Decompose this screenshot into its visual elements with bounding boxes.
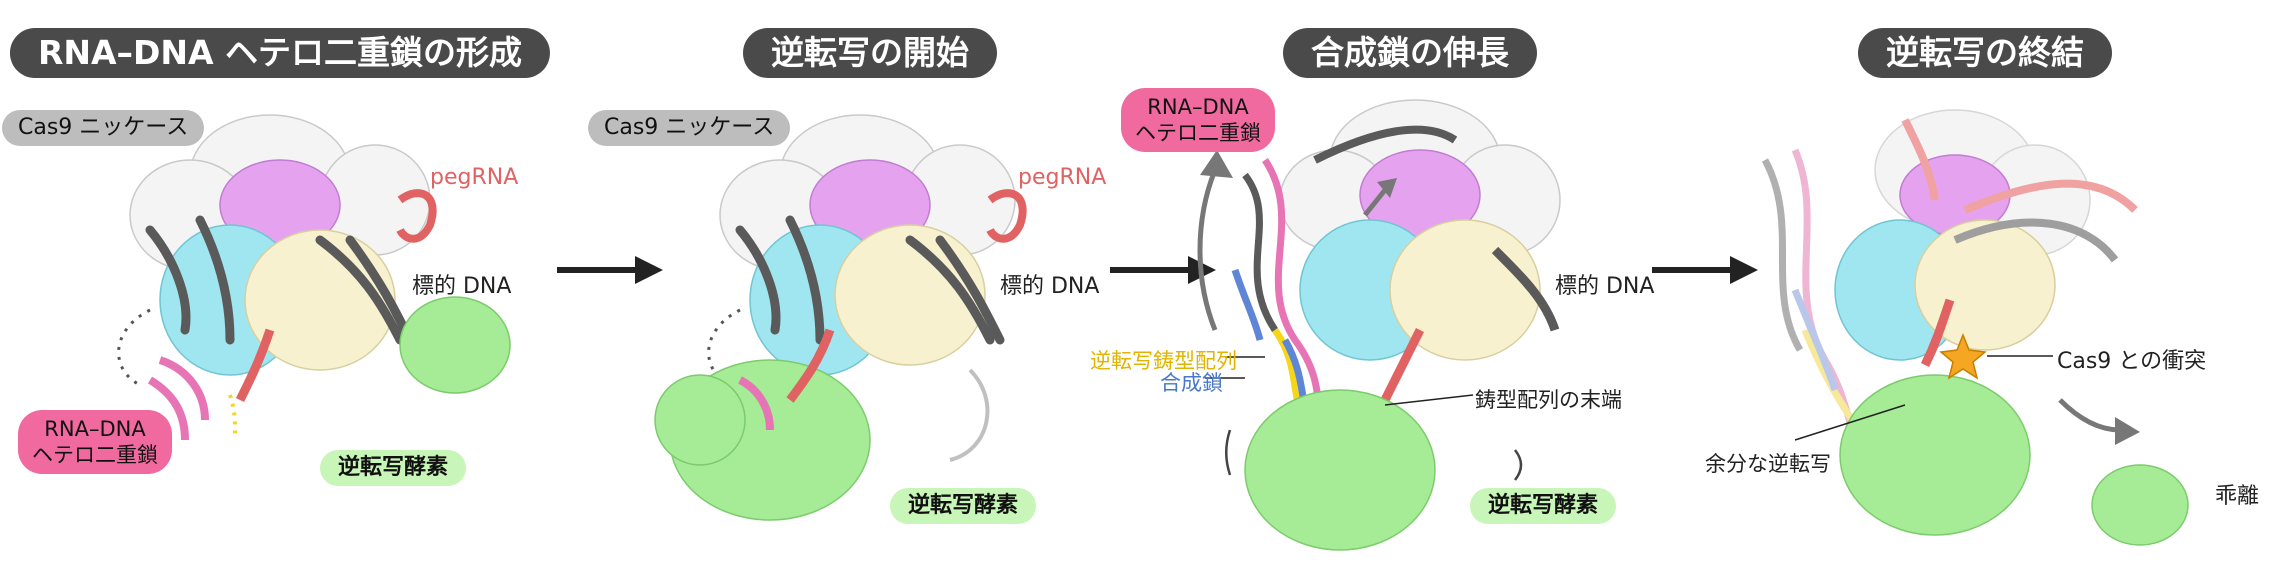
step-arrow-3 bbox=[1652, 256, 1758, 284]
pegrna-label: pegRNA bbox=[1018, 165, 1107, 190]
heteroduplex-label: RNA–DNA ヘテロ二重鎖 bbox=[1121, 88, 1275, 152]
complex-illustration bbox=[1197, 99, 1561, 551]
panel-rt-initiation: 逆転写の開始 Cas9 ニッケース pegRNA 標的 DNA 逆転写酵素 bbox=[588, 0, 1110, 580]
complex-illustration bbox=[117, 114, 511, 441]
pegrna-label: pegRNA bbox=[430, 165, 519, 190]
dissociation-label: 乖離 bbox=[2215, 484, 2260, 509]
panel-title: 逆転写の開始 bbox=[743, 28, 997, 78]
target-dna-label: 標的 DNA bbox=[1000, 274, 1100, 299]
cas9-nickase-label: Cas9 ニッケース bbox=[588, 110, 791, 146]
panel-title: 合成鎖の伸長 bbox=[1283, 28, 1537, 78]
cas9-nickase-label: Cas9 ニッケース bbox=[2, 110, 205, 146]
rt-template-label: 逆転写鋳型配列 bbox=[1090, 349, 1237, 373]
reverse-transcriptase-label: 逆転写酵素 bbox=[890, 488, 1037, 524]
target-dna-label: 標的 DNA bbox=[1555, 274, 1655, 299]
reverse-transcriptase-label: 逆転写酵素 bbox=[320, 450, 467, 486]
panel-heteroduplex: RNA–DNA ヘテロ二重鎖の形成 Cas9 ニッケース pegRNA 標的 D… bbox=[0, 0, 560, 580]
target-dna-label: 標的 DNA bbox=[412, 274, 512, 299]
reverse-transcriptase-label: 逆転写酵素 bbox=[1470, 488, 1617, 524]
complex-illustration bbox=[1761, 109, 2189, 546]
excess-rt-label: 余分な逆転写 bbox=[1705, 452, 1831, 476]
panel-rt-termination: 逆転写の終結 Cas9 との衝突 余分な逆転写 乖離 bbox=[1705, 0, 2286, 580]
panel-title: RNA–DNA ヘテロ二重鎖の形成 bbox=[9, 28, 551, 78]
template-end-label: 鋳型配列の末端 bbox=[1475, 388, 1622, 412]
clash-star-icon bbox=[1939, 332, 1987, 380]
heteroduplex-label: RNA–DNA ヘテロ二重鎖 bbox=[18, 410, 172, 474]
synthesized-strand-label: 合成鎖 bbox=[1160, 371, 1223, 395]
cas9-clash-label: Cas9 との衝突 bbox=[2057, 349, 2207, 374]
step-arrow-1 bbox=[557, 256, 663, 284]
panel-title: 逆転写の終結 bbox=[1858, 28, 2112, 78]
panel-strand-elongation: 合成鎖の伸長 RNA–DNA ヘテロ二重鎖 標的 DNA 逆転写鋳型配列 合成鎖… bbox=[1085, 0, 1654, 580]
complex-illustration bbox=[654, 114, 1027, 521]
